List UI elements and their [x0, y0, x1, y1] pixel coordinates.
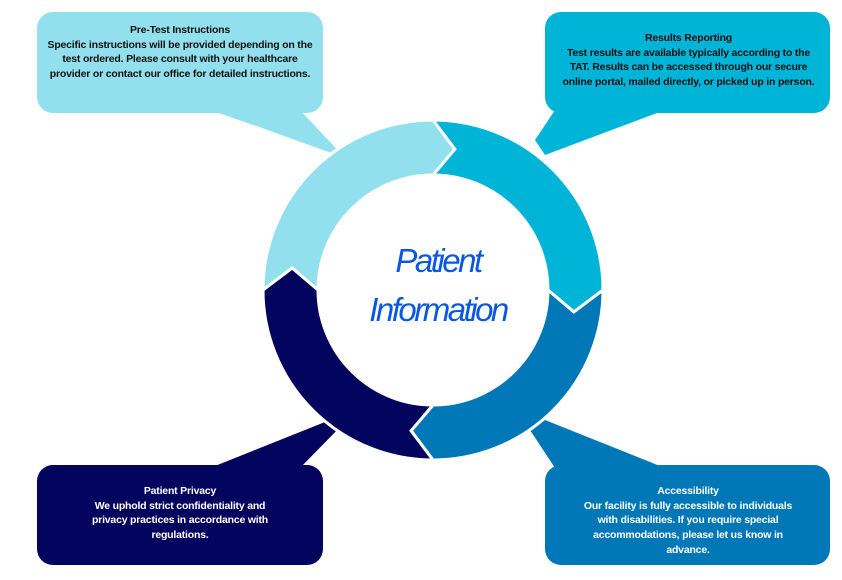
cycle-ring [261, 118, 605, 462]
callout-results-reporting: Results Reporting Test results are avail… [556, 31, 821, 90]
callout-pre-test-instructions: Pre-Test Instructions Specific instructi… [42, 23, 318, 82]
callout-body: Specific instructions will be provided d… [47, 38, 313, 81]
center-title: Patient Information [333, 236, 543, 334]
center-title-line1: Patient [395, 242, 483, 279]
callout-accessibility-shape [530, 420, 830, 565]
center-circle [319, 176, 547, 404]
center-title-line2: Information [369, 291, 509, 328]
callout-pre-test-shape [37, 12, 345, 158]
ring-segment-pre-test [261, 118, 457, 294]
ring-segment-privacy [261, 266, 437, 462]
callout-results-shape [535, 12, 830, 155]
ring-segment-results [429, 118, 605, 314]
callout-body: Test results are available typically acc… [562, 46, 815, 89]
callout-title: Pre-Test Instructions [129, 24, 231, 36]
callout-accessibility: Accessibility Our facility is fully acce… [573, 484, 803, 558]
callout-patient-privacy: Patient Privacy We uphold strict confide… [80, 484, 280, 543]
callout-title: Accessibility [657, 485, 719, 497]
callout-title: Patient Privacy [143, 485, 217, 497]
callout-body: We uphold strict confidentiality and pri… [91, 499, 269, 542]
ring-segment-accessibility [409, 286, 605, 462]
callout-privacy-shape [37, 420, 345, 565]
callout-title: Results Reporting [644, 32, 733, 44]
callout-body: Our facility is fully accessible to indi… [583, 499, 793, 556]
